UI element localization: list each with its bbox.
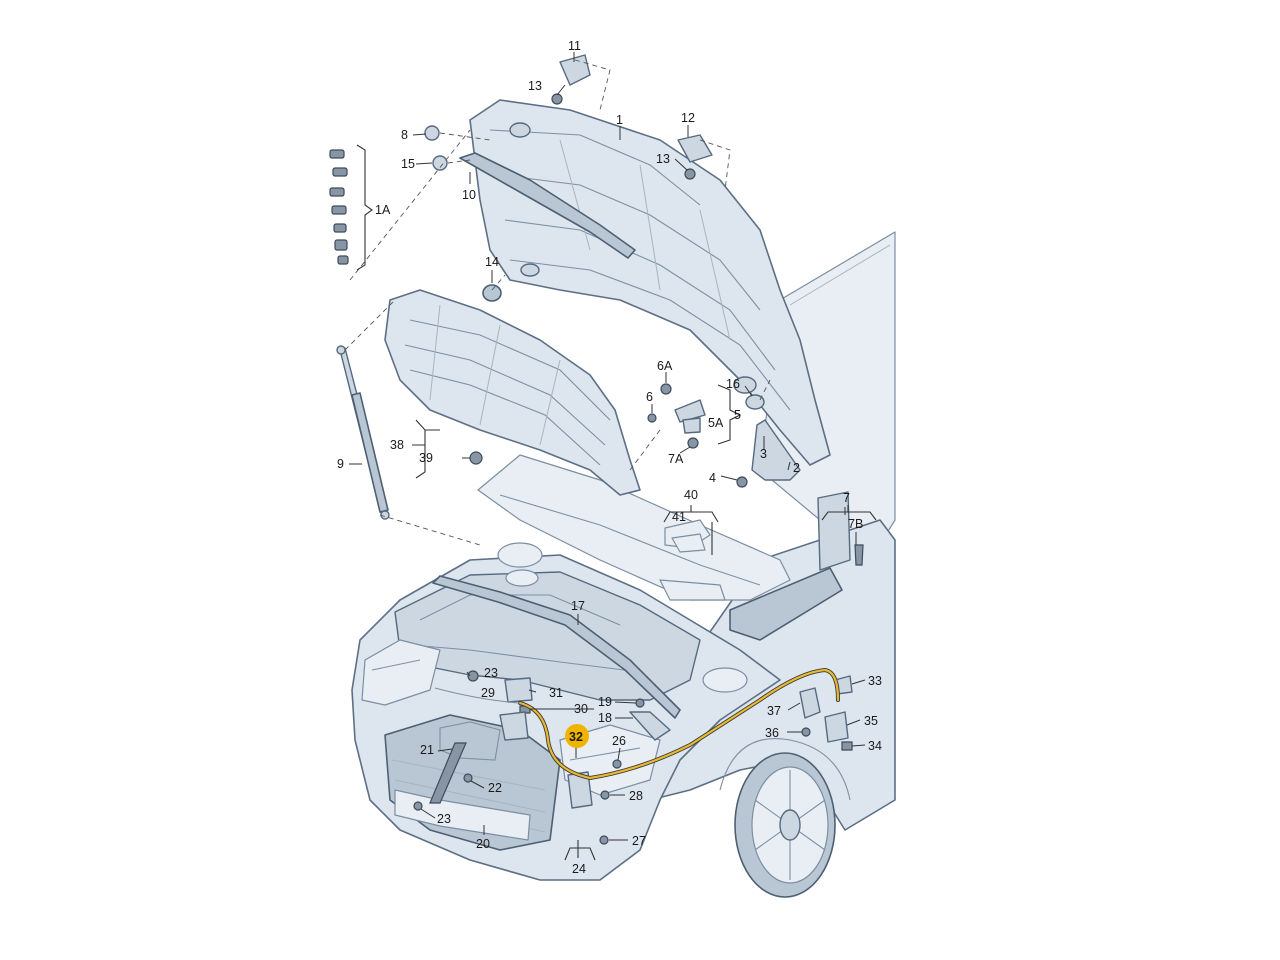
callout-24: 24 <box>572 862 586 876</box>
callout-11: 11 <box>568 39 581 53</box>
callout-16: 16 <box>726 377 740 391</box>
callout-1A: 1A <box>375 203 391 217</box>
gas-strut <box>336 345 390 520</box>
callout-32-highlight <box>565 724 589 748</box>
callout-37: 37 <box>767 704 781 718</box>
callout-18: 18 <box>598 711 612 725</box>
callout-26: 26 <box>612 734 626 748</box>
brackets <box>356 144 877 861</box>
callout-39: 39 <box>419 451 433 465</box>
assembly-lines <box>344 59 771 546</box>
callout-19: 19 <box>598 695 612 709</box>
callout-14: 14 <box>485 255 499 269</box>
callout-34: 34 <box>868 739 882 753</box>
seal-strip <box>459 152 636 259</box>
callout-23-bottom: 23 <box>437 812 451 826</box>
callout-13-top: 13 <box>528 79 542 93</box>
callout-8: 8 <box>401 128 408 142</box>
callout-27: 27 <box>632 834 646 848</box>
callout-1: 1 <box>616 113 623 127</box>
callout-13-right: 13 <box>656 152 670 166</box>
callout-32: 32 <box>569 730 583 744</box>
callout-38: 38 <box>390 438 404 452</box>
callout-30: 30 <box>574 702 588 716</box>
callout-20: 20 <box>476 837 490 851</box>
front-seal-strip <box>432 575 681 719</box>
callout-31: 31 <box>549 686 563 700</box>
callout-2: 2 <box>793 461 800 475</box>
callout-35: 35 <box>864 714 878 728</box>
callout-21: 21 <box>420 743 434 757</box>
callout-5: 5 <box>734 408 741 422</box>
callout-36: 36 <box>765 726 779 740</box>
hood-panel <box>469 99 831 466</box>
callout-28: 28 <box>629 789 643 803</box>
callout-15: 15 <box>401 157 415 171</box>
callout-4: 4 <box>709 471 716 485</box>
callout-22: 22 <box>488 781 502 795</box>
callout-41: 41 <box>672 510 686 524</box>
callout-33: 33 <box>868 674 882 688</box>
hood-insulation-mat <box>384 289 641 496</box>
callout-3: 3 <box>760 447 767 461</box>
callout-6A: 6A <box>657 359 673 373</box>
callout-5A: 5A <box>708 416 724 430</box>
callout-10: 10 <box>462 188 476 202</box>
callout-7A: 7A <box>668 452 684 466</box>
callout-29: 29 <box>481 686 495 700</box>
callout-17: 17 <box>571 599 585 613</box>
callout-labels: 11 13 1 12 13 8 15 10 1A 14 6A 16 6 5 5A… <box>337 39 882 876</box>
callout-6: 6 <box>646 390 653 404</box>
callout-9: 9 <box>337 457 344 471</box>
callout-7B: 7B <box>848 517 863 531</box>
leader-lines <box>349 52 866 841</box>
callout-7: 7 <box>843 491 850 505</box>
screw-bundle <box>329 149 349 265</box>
callout-12: 12 <box>681 111 695 125</box>
callout-40: 40 <box>684 488 698 502</box>
release-cable <box>434 667 840 781</box>
callout-23-top: 23 <box>484 666 498 680</box>
